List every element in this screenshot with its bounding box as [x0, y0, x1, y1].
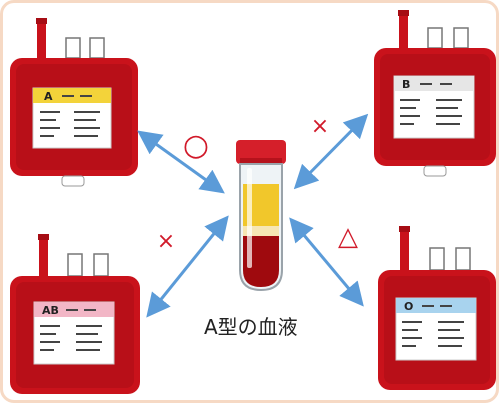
bag-label-b: B — [402, 78, 410, 91]
arrow-b — [293, 113, 369, 190]
blood-bag-b: B — [374, 10, 496, 177]
blood-bag-a: A — [10, 18, 138, 187]
compatibility-arrows — [137, 113, 369, 318]
blood-bag-o: O — [378, 226, 496, 390]
bag-label-o: O — [404, 300, 413, 313]
blood-bag-ab: AB — [10, 234, 140, 394]
arrow-ab — [146, 215, 229, 318]
caption-blood-type: A型の血液 — [204, 315, 298, 339]
arrow-a — [137, 130, 225, 194]
partial-triangle-symbol: △ — [338, 222, 358, 252]
arrow-o — [289, 217, 364, 307]
bag-label-ab: AB — [42, 304, 59, 317]
test-tube — [236, 140, 286, 292]
bag-label-a: A — [44, 90, 53, 103]
incompatible-cross-symbol-ab: × — [157, 229, 175, 254]
compatible-circle-symbol: ○ — [183, 128, 209, 163]
incompatible-cross-symbol-b: × — [311, 114, 329, 139]
